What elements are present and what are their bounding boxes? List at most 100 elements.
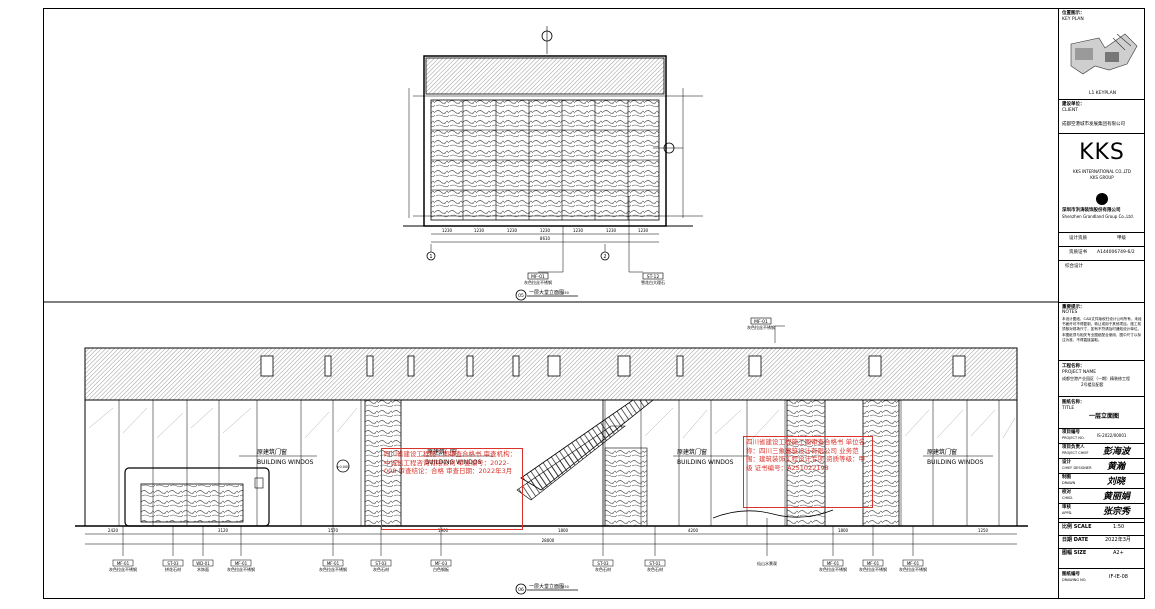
drawing-no-label-en: DRAWING NO. xyxy=(1062,578,1087,582)
grid-marker-1-label: 1 xyxy=(429,254,432,260)
level-marker xyxy=(336,459,350,473)
contractor-logo-icon xyxy=(1096,193,1108,205)
lower-dim-4: 1900 xyxy=(438,528,449,533)
upper-tag-1-desc: 灰色拉丝不锈钢 xyxy=(524,279,552,285)
upper-tag-1-code: MF-01 xyxy=(531,274,545,280)
notes-label-en: NOTES xyxy=(1062,310,1078,315)
bottom-tag-12-code: MF-01 xyxy=(907,561,920,566)
drawing-frame xyxy=(43,8,1145,599)
drawing-area: 1230 1230 1230 1230 1230 1230 1230 8610 … xyxy=(43,8,1058,599)
bottom-tag-10-desc: 灰色拉丝不锈钢 xyxy=(819,566,847,572)
date-value: 2022年3月 xyxy=(1105,537,1131,543)
window-note-2-cn: 原建筑门窗 xyxy=(427,448,457,456)
window-note-2-en: BUILDING WINDOS xyxy=(425,459,482,466)
grid-marker-2 xyxy=(600,251,610,261)
notes-label-cn: 重要提示： xyxy=(1062,305,1085,310)
bottom-tag-3-code: WD-01 xyxy=(196,561,210,566)
size-value: A2+ xyxy=(1113,550,1124,556)
bottom-tag-2-desc: 拼花石材 xyxy=(165,566,181,572)
lower-top-tag-desc: 灰色拉丝不锈钢 xyxy=(747,324,775,330)
key-plan-map xyxy=(1070,33,1138,75)
title-block: 位置图示： KEY PLAN L1 KEYPLAN 建设单位： CLIENT 成… xyxy=(1058,8,1145,599)
bottom-tag-1-desc: 灰色拉丝不锈钢 xyxy=(109,566,137,572)
lower-dim-2: 3120 xyxy=(218,528,229,533)
row-approved-en: APPD. xyxy=(1062,511,1073,515)
lower-dim-8: 1250 xyxy=(978,528,989,533)
review-stamp-2: 四川省建设工程施工图审查合格书 单位名称：四川三象建筑设计有限公司 业务范围：建… xyxy=(743,436,873,508)
upper-caption-marker xyxy=(515,289,527,301)
row-chief-cn: 项目负责人 xyxy=(1062,445,1085,450)
contractor-en: Shenzhen Grandland Group Co.,Ltd. xyxy=(1062,214,1134,219)
row-approved-cn: 审核 xyxy=(1062,505,1071,510)
review-stamp-1: 四川省建设工程施工图审查合格书 审查机构：中诚信工程咨询有限公司 审查编号：20… xyxy=(381,448,523,530)
row-checked-en: CHKD. xyxy=(1062,496,1074,500)
bottom-tag-5-desc: 灰色拉丝不锈钢 xyxy=(319,566,347,572)
size-label: 图幅 SIZE xyxy=(1062,550,1087,556)
window-note-4-cn: 原建筑门窗 xyxy=(927,448,957,456)
row-approved-signature: 张宗秀 xyxy=(1103,507,1131,517)
bottom-tag-1-code: MF-01 xyxy=(117,561,130,566)
upper-caption-marker-label: 05 xyxy=(518,293,524,299)
window-note-1-cn: 原建筑门窗 xyxy=(257,448,287,456)
upper-total-dim: 8610 xyxy=(540,236,551,241)
bottom-tag-2-code: ST-03 xyxy=(167,561,179,566)
row-checked-signature: 黄丽娟 xyxy=(1103,492,1131,502)
drawing-no: IF-IE-08 xyxy=(1109,574,1128,580)
firm-sub-2: KKS GROUP xyxy=(1090,175,1114,180)
project-label-en: PROJECT NAME xyxy=(1062,370,1097,375)
lower-elevation: 原建筑门窗 BUILDING WINDOS 原建筑门窗 BUILDING WIN… xyxy=(75,317,1028,595)
grid-marker-1 xyxy=(426,251,436,261)
row-designer-en: CHIEF DESIGNER xyxy=(1062,466,1092,470)
lower-top-tag-code: MF-01 xyxy=(754,319,768,325)
window-note-3-cn: 原建筑门窗 xyxy=(677,448,707,456)
firm-sub-1: KKS INTERNATIONAL CO.,LTD xyxy=(1073,169,1131,174)
elevation-drawings: 1230 1230 1230 1230 1230 1230 1230 8610 … xyxy=(43,26,1058,595)
lower-dim-5: 1800 xyxy=(558,528,569,533)
window-note-3-en: BUILDING WINDOS xyxy=(677,459,734,466)
window-note-4-en: BUILDING WINDOS xyxy=(927,459,984,466)
bottom-tag-7-code: MF-03 xyxy=(435,561,448,566)
bottom-tag-9-code: ST-01 xyxy=(649,561,661,566)
level-marker-label: ±0.000 xyxy=(337,465,350,469)
lower-dim-7: 1800 xyxy=(838,528,849,533)
lower-dim-1: 2420 xyxy=(108,528,119,533)
upper-tag-2-code: ST-12 xyxy=(647,274,660,280)
upper-dim-6: 1230 xyxy=(606,228,617,233)
cert-label: 资质证书 xyxy=(1069,250,1087,255)
bottom-tag-8-code: ST-03 xyxy=(597,561,609,566)
row-project-no-value: IS-2022/00001 xyxy=(1097,433,1127,438)
bottom-tag-7-desc: 白色钢板 xyxy=(433,566,449,572)
project-name-1: 成都空港产业园区（一期）精装修工程 xyxy=(1062,376,1130,381)
lower-caption-scale: 1:50 xyxy=(561,585,569,589)
bottom-tag-6-desc: 灰色石材 xyxy=(373,566,389,572)
upper-dim-1: 1230 xyxy=(442,228,453,233)
qual-value: 甲级 xyxy=(1117,236,1126,241)
row-designer-signature: 黄瀚 xyxy=(1107,462,1126,472)
client-label-en: CLIENT xyxy=(1062,108,1078,113)
scale-value: 1:50 xyxy=(1113,524,1125,530)
bottom-tag-12-desc: 灰色拉丝不锈钢 xyxy=(899,566,927,572)
bottom-tag-11-desc: 灰色拉丝不锈钢 xyxy=(859,566,887,572)
project-label-cn: 工程名称： xyxy=(1062,364,1085,369)
upper-caption: 一层大堂立面图 xyxy=(529,289,564,296)
row-drawn-en: DRAWN xyxy=(1062,481,1076,485)
upper-dim-4: 1230 xyxy=(540,228,551,233)
key-plan-label-cn: 位置图示： xyxy=(1062,11,1085,16)
upper-dim-7: 1230 xyxy=(638,228,649,233)
row-drawn-signature: 刘晓 xyxy=(1107,477,1126,487)
row-chief-signature: 彭海波 xyxy=(1103,447,1131,457)
lower-caption: 一层大堂立面图 xyxy=(529,583,564,590)
project-name-2: 2号楼及配套 xyxy=(1081,382,1104,387)
upper-elevation: 1230 1230 1230 1230 1230 1230 1230 8610 … xyxy=(403,26,703,301)
bottom-tag-6-code: ST-03 xyxy=(375,561,387,566)
row-project-no-cn: 项目编号 xyxy=(1062,430,1080,435)
bottom-tag-3-desc: 木饰面 xyxy=(197,566,209,572)
title-label-en: TITLE xyxy=(1062,406,1075,411)
date-label: 日期 DATE xyxy=(1062,537,1089,543)
bottom-tag-9-desc: 灰色石材 xyxy=(647,566,663,572)
drawing-no-label-cn: 图纸编号 xyxy=(1062,572,1080,577)
row-chief-en: PROJECT CHIEF xyxy=(1062,451,1089,455)
drawing-title: 一层立面图 xyxy=(1089,413,1120,420)
client-label-cn: 建设单位： xyxy=(1062,102,1085,107)
general-design: 综合设计 xyxy=(1065,264,1083,269)
